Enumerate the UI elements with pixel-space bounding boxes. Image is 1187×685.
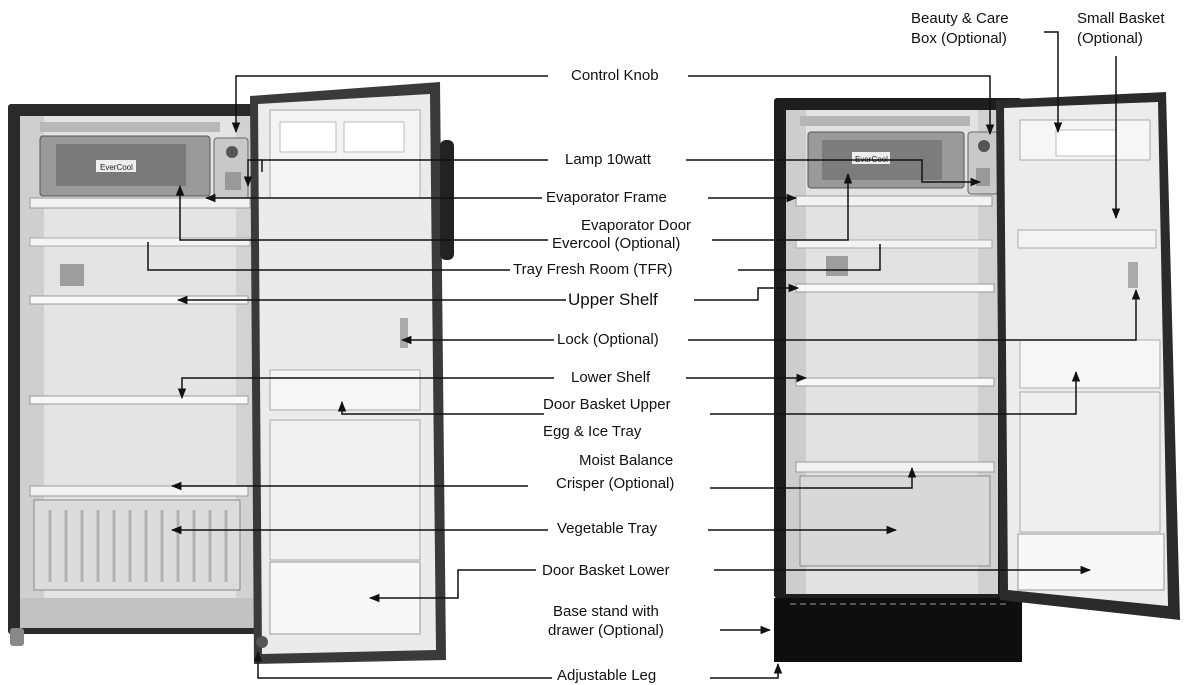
label-small-basket-line2: (Optional) bbox=[1077, 30, 1143, 47]
leader-lines bbox=[147, 31, 1141, 679]
label-door-basket-upper: Door Basket Upper bbox=[543, 396, 671, 413]
left-control-knob bbox=[226, 146, 238, 158]
right-door-basket-lower bbox=[1017, 533, 1165, 591]
left-refrigerator: EverCool bbox=[8, 82, 454, 664]
label-beauty-care-line1: Beauty & Care bbox=[911, 10, 1009, 27]
label-lower-shelf: Lower Shelf bbox=[571, 369, 651, 386]
label-door-basket-lower: Door Basket Lower bbox=[542, 562, 670, 579]
right-vegetable-tray bbox=[799, 475, 991, 567]
label-vegetable-tray: Vegetable Tray bbox=[557, 520, 658, 537]
label-moist-balance-line2: Crisper (Optional) bbox=[556, 475, 675, 492]
label-adjustable-leg: Adjustable Leg bbox=[557, 667, 657, 684]
left-lower-shelf bbox=[29, 395, 249, 405]
right-upper-shelf bbox=[795, 283, 995, 293]
label-evaporator-door-line1: Evaporator Door bbox=[581, 217, 692, 234]
label-evaporator-door-line2: Evercool (Optional) bbox=[552, 235, 681, 252]
right-base-drawer bbox=[774, 598, 1022, 662]
label-moist-balance-line1: Moist Balance bbox=[579, 452, 674, 469]
right-control-knob bbox=[978, 140, 990, 152]
label-egg-ice-tray: Egg & Ice Tray bbox=[543, 423, 642, 440]
left-evap-badge: EverCool bbox=[100, 163, 133, 172]
left-vegetable-tray bbox=[33, 499, 241, 591]
label-beauty-care-line2: Box (Optional) bbox=[911, 30, 1007, 47]
label-upper-shelf: Upper Shelf bbox=[568, 290, 658, 309]
label-lamp: Lamp 10watt bbox=[565, 151, 651, 168]
right-refrigerator: EverCool bbox=[774, 92, 1180, 662]
label-evaporator-frame: Evaporator Frame bbox=[546, 189, 667, 206]
label-base-stand-line1: Base stand with bbox=[553, 603, 659, 620]
label-control-knob: Control Knob bbox=[571, 67, 659, 84]
label-tray-fresh-room: Tray Fresh Room (TFR) bbox=[513, 261, 673, 278]
label-small-basket-line1: Small Basket bbox=[1077, 10, 1165, 27]
label-base-stand-line2: drawer (Optional) bbox=[548, 622, 664, 639]
right-lower-shelf bbox=[795, 377, 995, 387]
label-lock: Lock (Optional) bbox=[557, 331, 659, 348]
